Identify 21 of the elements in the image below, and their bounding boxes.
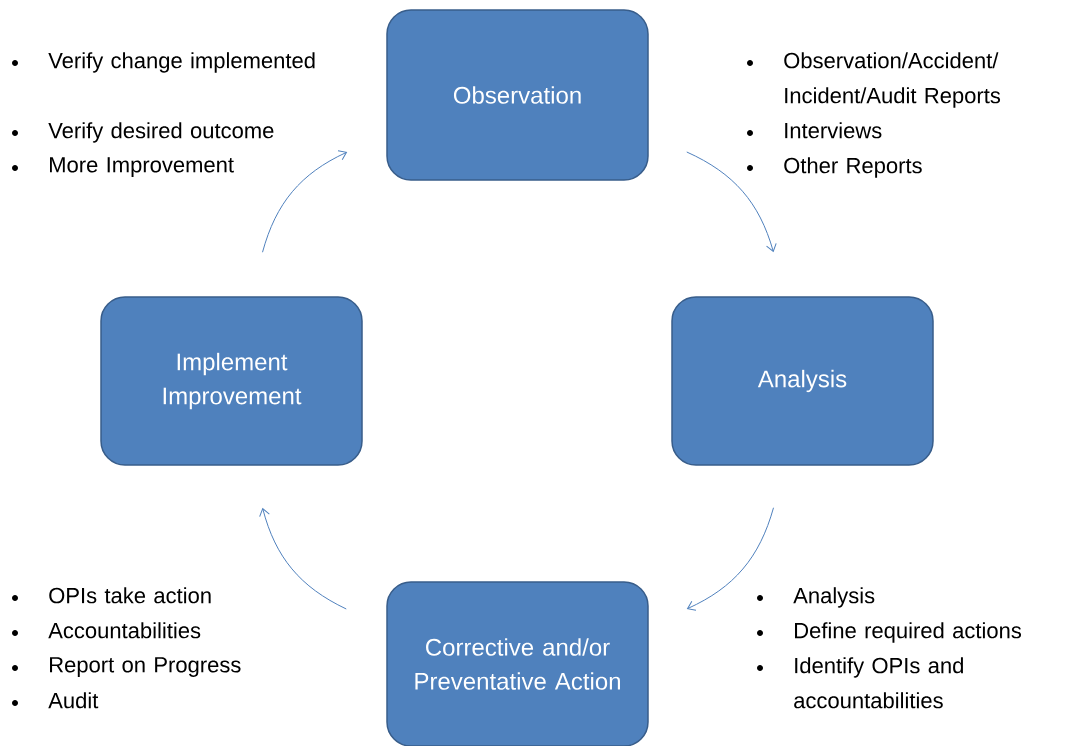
bullet-text: Define required actions	[795, 622, 1022, 643]
bullet-text: Observation/Accident/Incident/Audit Reports	[784, 52, 1001, 108]
process-box: Observation	[386, 9, 649, 181]
bullet-text: Audit	[48, 692, 99, 709]
curved-arrow	[262, 150, 347, 253]
bullet-text: Other Reports	[784, 157, 922, 178]
bullet-text: Analysis	[793, 587, 875, 608]
process-box: Analysis	[671, 296, 934, 466]
bullet-text: Verify change implemented	[48, 52, 315, 73]
curved-arrow	[687, 507, 774, 611]
bullet-text: Report on Progress	[50, 657, 241, 677]
curved-arrow	[259, 508, 347, 610]
bullet-text: Verify desired outcome	[48, 122, 274, 143]
bullet-text: Interviews	[785, 122, 882, 139]
bullet-text: More Improvement	[50, 157, 234, 177]
bullet-text: OPIs take action	[49, 587, 211, 604]
curved-arrow	[686, 151, 777, 252]
process-box: Implement Improvement	[100, 296, 363, 466]
process-box: Corrective and/or Preventative Action	[386, 581, 649, 746]
bullet-text: Accountabilities	[48, 622, 201, 639]
bullet-text: Identify OPIs and accountabilities	[794, 657, 963, 709]
